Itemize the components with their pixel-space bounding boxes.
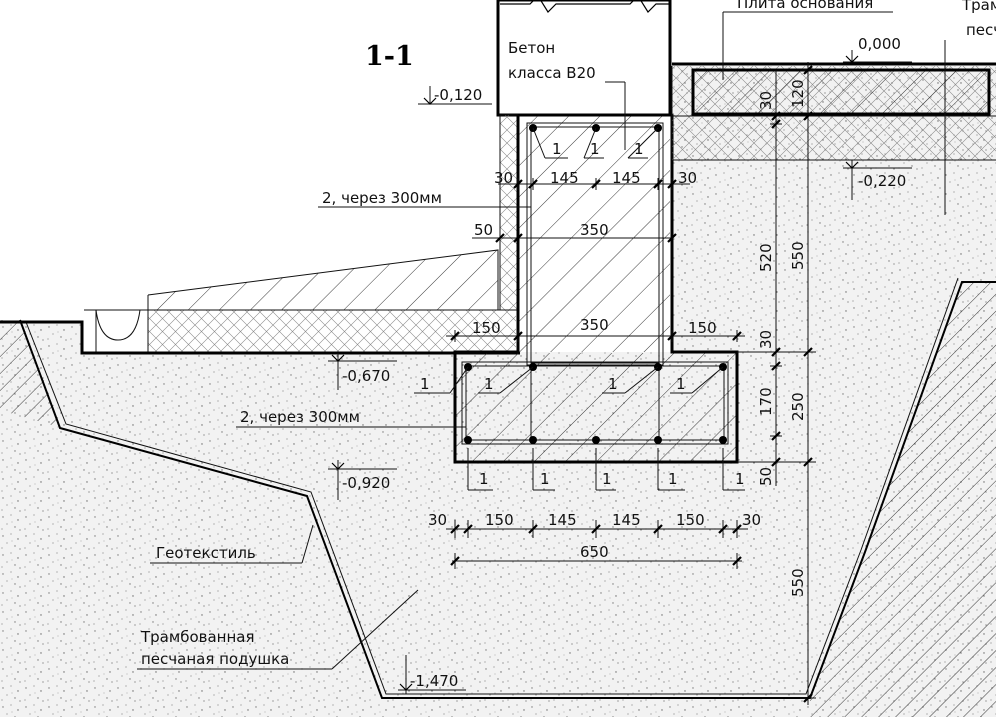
geotextile-label: Геотекстиль (156, 544, 256, 562)
dim-150: 150 (688, 319, 717, 337)
dim-150: 150 (676, 511, 705, 529)
dim-550: 550 (789, 241, 807, 270)
bar-mark: 1 (608, 375, 618, 393)
dim-145: 145 (548, 511, 577, 529)
bar-mark: 1 (602, 470, 612, 488)
bar-mark: 1 (484, 375, 494, 393)
sand-label-line1: Трамбованная (140, 628, 254, 646)
dim-170: 170 (757, 387, 775, 416)
bar-mark: 1 (634, 140, 644, 158)
wall-insulation (499, 114, 519, 311)
dim-50: 50 (757, 467, 775, 486)
sand-label-line2: песчаная подушка (141, 650, 289, 668)
geotextile-line (19, 281, 996, 699)
dim-30: 30 (678, 169, 697, 187)
footing-body (456, 353, 736, 461)
dim-30: 30 (494, 169, 513, 187)
dimension-ticks (450, 65, 813, 703)
right-cut-label-2: песч (966, 21, 996, 39)
level-m1470: -1,470 (410, 672, 458, 690)
dim-50: 50 (474, 221, 493, 239)
dim-350: 350 (580, 316, 609, 334)
rebar-spacing-upper: 2, через 300мм (322, 189, 442, 207)
level-m0220: -0,220 (858, 172, 906, 190)
bar-mark: 1 (540, 470, 550, 488)
dim-30: 30 (757, 91, 775, 110)
section-label: 1-1 (365, 41, 414, 72)
dim-30: 30 (757, 330, 775, 349)
concrete-block-top (496, 0, 672, 117)
dim-150: 150 (485, 511, 514, 529)
dim-650: 650 (580, 543, 609, 561)
bar-mark: 1 (676, 375, 686, 393)
dim-520: 520 (757, 243, 775, 272)
break-line (500, 0, 670, 13)
base-slab-label: Плита основания (737, 0, 873, 12)
concrete-label-line2: класса В20 (508, 64, 596, 82)
concrete-label-line1: Бетон (508, 39, 555, 57)
dim-350: 350 (580, 221, 609, 239)
right-cut-label-1: Трам (961, 0, 996, 14)
sand-cushion-main (22, 160, 996, 698)
drain-gutter (84, 309, 148, 341)
dimension-lines (137, 11, 946, 705)
bar-mark: 1 (479, 470, 489, 488)
base-slab-bedding (672, 116, 996, 160)
level-m0120: -0,120 (434, 86, 482, 104)
level-m0920: -0,920 (342, 474, 390, 492)
bar-mark: 1 (420, 375, 430, 393)
dim-145: 145 (550, 169, 579, 187)
dim-550: 550 (789, 568, 807, 597)
dim-30: 30 (428, 511, 447, 529)
dim-30: 30 (742, 511, 761, 529)
level-markers (331, 55, 859, 691)
sidewalk-fill (148, 250, 498, 310)
dim-150: 150 (472, 319, 501, 337)
bar-mark: 1 (552, 140, 562, 158)
level-000: 0,000 (858, 35, 901, 53)
natural-soil-left (0, 322, 62, 428)
rebar-spacing-lower: 2, через 300мм (240, 408, 360, 426)
dim-120: 120 (789, 79, 807, 108)
sidewalk-base (148, 310, 516, 353)
dim-250: 250 (789, 392, 807, 421)
geotextile-inner (25, 277, 959, 695)
bar-mark: 1 (668, 470, 678, 488)
sidewalk-outline (147, 249, 499, 310)
base-slab (691, 68, 991, 116)
ground-left-line (0, 320, 520, 355)
bar-mark: 1 (735, 470, 745, 488)
level-m0670: -0,670 (342, 367, 390, 385)
natural-soil-right (810, 282, 996, 717)
dim-145: 145 (612, 169, 641, 187)
dim-145: 145 (612, 511, 641, 529)
bar-mark: 1 (590, 140, 600, 158)
